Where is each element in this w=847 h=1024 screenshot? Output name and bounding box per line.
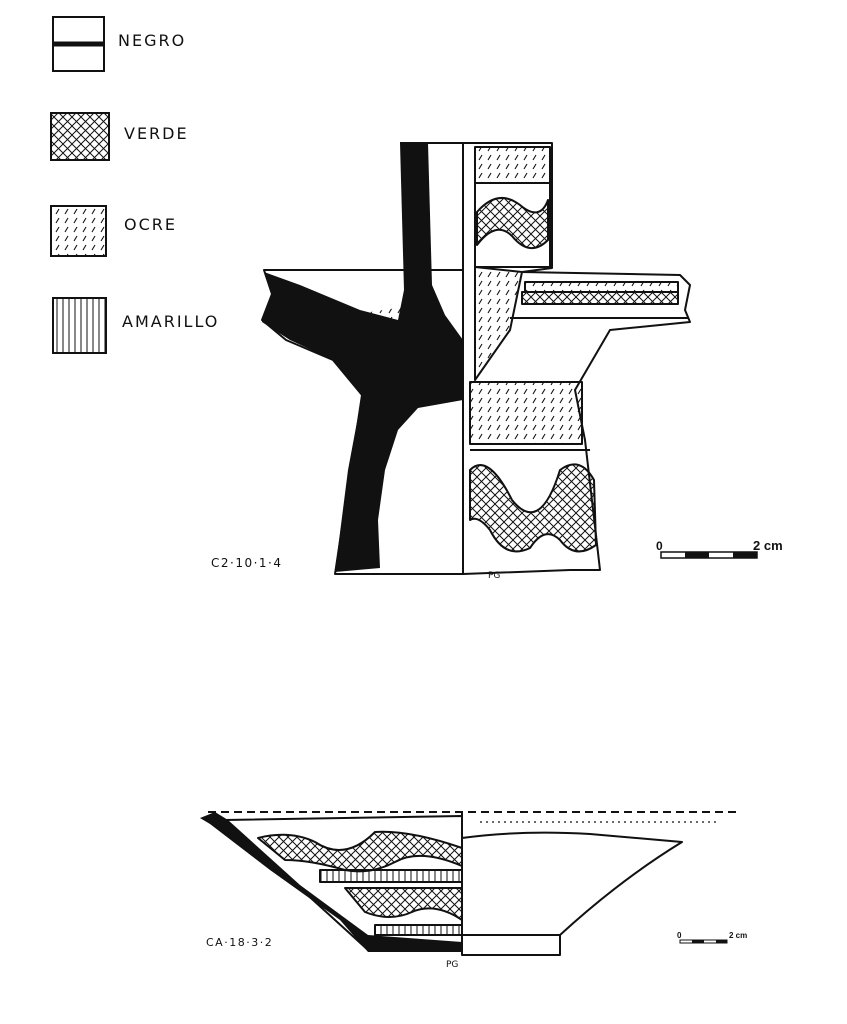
scale-bar-1-zero: 0 bbox=[656, 539, 663, 553]
legend-item-negro: NEGRO bbox=[52, 16, 186, 72]
legend-item-amarillo: AMARILLO bbox=[52, 297, 219, 354]
legend-item-ocre: OCRE bbox=[50, 205, 177, 257]
vessel1-verde-wave-lower bbox=[469, 463, 597, 553]
bowl-amarillo-band-upper bbox=[319, 869, 463, 883]
vessel1-section-black bbox=[262, 143, 463, 572]
scale-bar-2-zero: 0 bbox=[677, 931, 682, 940]
vessel1-rim-band-verde bbox=[521, 291, 679, 305]
legend-item-verde: VERDE bbox=[50, 112, 189, 161]
bowl-amarillo-band-lower bbox=[374, 924, 463, 936]
bowl-right-exterior bbox=[461, 831, 683, 956]
vessel1-ocre-patch-left bbox=[330, 306, 410, 330]
scale-bar-1: 0 2 cm bbox=[656, 538, 783, 559]
bowl-drawing: CA·18·3·2 PG bbox=[200, 811, 738, 970]
legend-label-amarillo: AMARILLO bbox=[122, 312, 219, 331]
legend: NEGRO VERDE OCRE AMARILLO bbox=[50, 16, 219, 354]
vessel1-rim-band-ocre bbox=[524, 281, 679, 293]
bowl-catalog-label: CA·18·3·2 bbox=[206, 936, 273, 949]
legend-label-negro: NEGRO bbox=[118, 31, 186, 50]
scale-bar-2-end: 2 cm bbox=[729, 931, 747, 940]
legend-label-verde: VERDE bbox=[124, 124, 189, 143]
vessel1-ocre-neck bbox=[474, 266, 523, 381]
legend-label-ocre: OCRE bbox=[124, 215, 177, 234]
bowl-initials: PG bbox=[446, 960, 458, 970]
bowl-verde-wave-lower bbox=[344, 887, 463, 921]
scale-bar-1-end: 2 cm bbox=[753, 538, 783, 553]
pedestal-vessel-drawing: C2·10·1·4 PG bbox=[211, 142, 691, 581]
vessel1-catalog-label: C2·10·1·4 bbox=[211, 556, 283, 570]
scale-bar-2: 0 2 cm bbox=[677, 931, 747, 944]
vessel1-verde-wave-top bbox=[476, 197, 549, 249]
vessel1-initials: PG bbox=[488, 571, 500, 581]
vessel1-ocre-band-lower bbox=[469, 381, 583, 445]
bowl-section-black bbox=[200, 812, 462, 952]
vessel1-ocre-band-top bbox=[474, 146, 551, 184]
